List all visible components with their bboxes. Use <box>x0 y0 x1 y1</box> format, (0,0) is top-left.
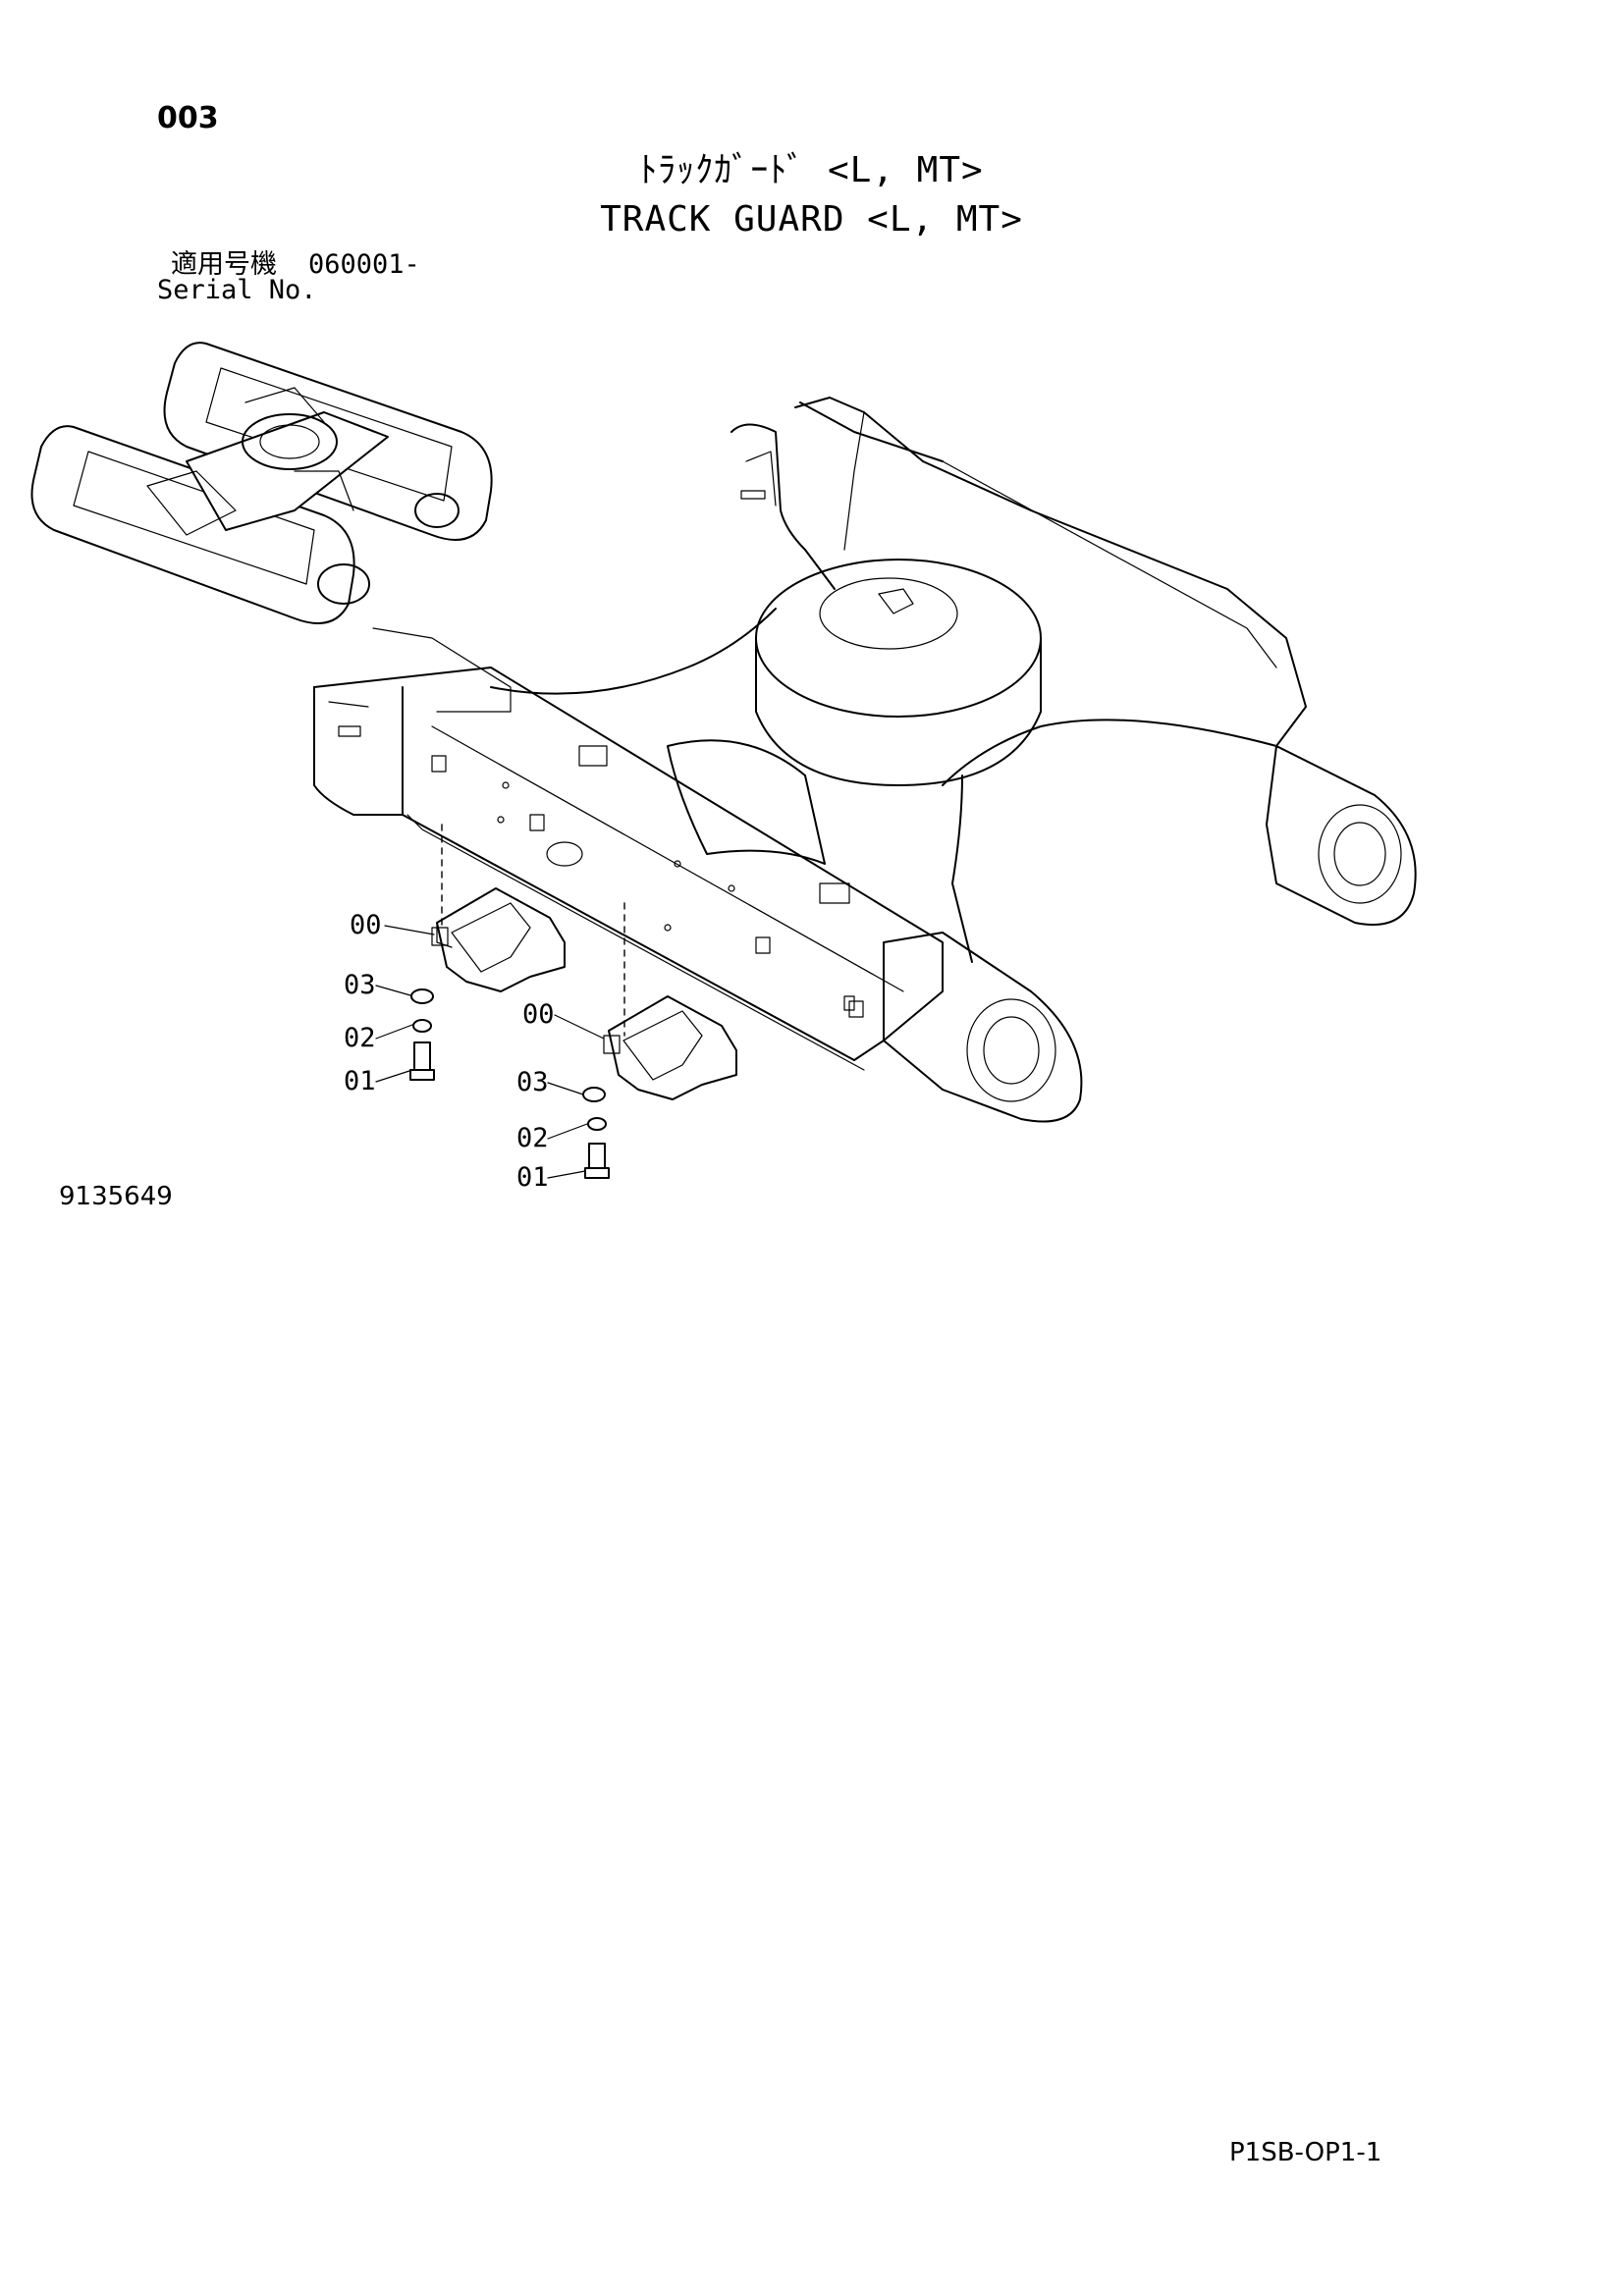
serial-label-english: Serial No. <box>157 275 317 305</box>
track-frame-exploded-diagram <box>30 342 1417 1179</box>
callout-right-spring-washer: 02 <box>516 1123 549 1153</box>
track-guard-left-illustration <box>409 824 566 1081</box>
callout-right-bolt: 01 <box>516 1162 549 1193</box>
callout-right-washer: 03 <box>516 1067 549 1097</box>
title-english: TRACK GUARD <L, MT> <box>600 199 1023 240</box>
callout-left-spring-washer: 02 <box>344 1023 376 1053</box>
callout-leader-lines <box>375 925 605 1179</box>
page-number: 003 <box>157 101 219 135</box>
track-frame-illustration <box>313 397 1417 1123</box>
track-guard-right-illustration <box>582 902 737 1179</box>
figure-number: 9135649 <box>59 1182 173 1211</box>
callout-left-track-guard: 00 <box>350 910 382 940</box>
serial-number-value: 060001- <box>308 249 420 280</box>
title-japanese: ﾄﾗｯｸｶﾞｰﾄﾞ <L, MT> <box>639 150 984 190</box>
page-code: P1SB-OP1-1 <box>1229 2138 1382 2167</box>
serial-label-japanese: 適用号機 <box>171 249 277 280</box>
callout-left-washer: 03 <box>344 970 376 1000</box>
callout-right-track-guard: 00 <box>522 999 555 1030</box>
callout-left-bolt: 01 <box>344 1066 376 1096</box>
undercarriage-overview-illustration <box>30 342 493 624</box>
